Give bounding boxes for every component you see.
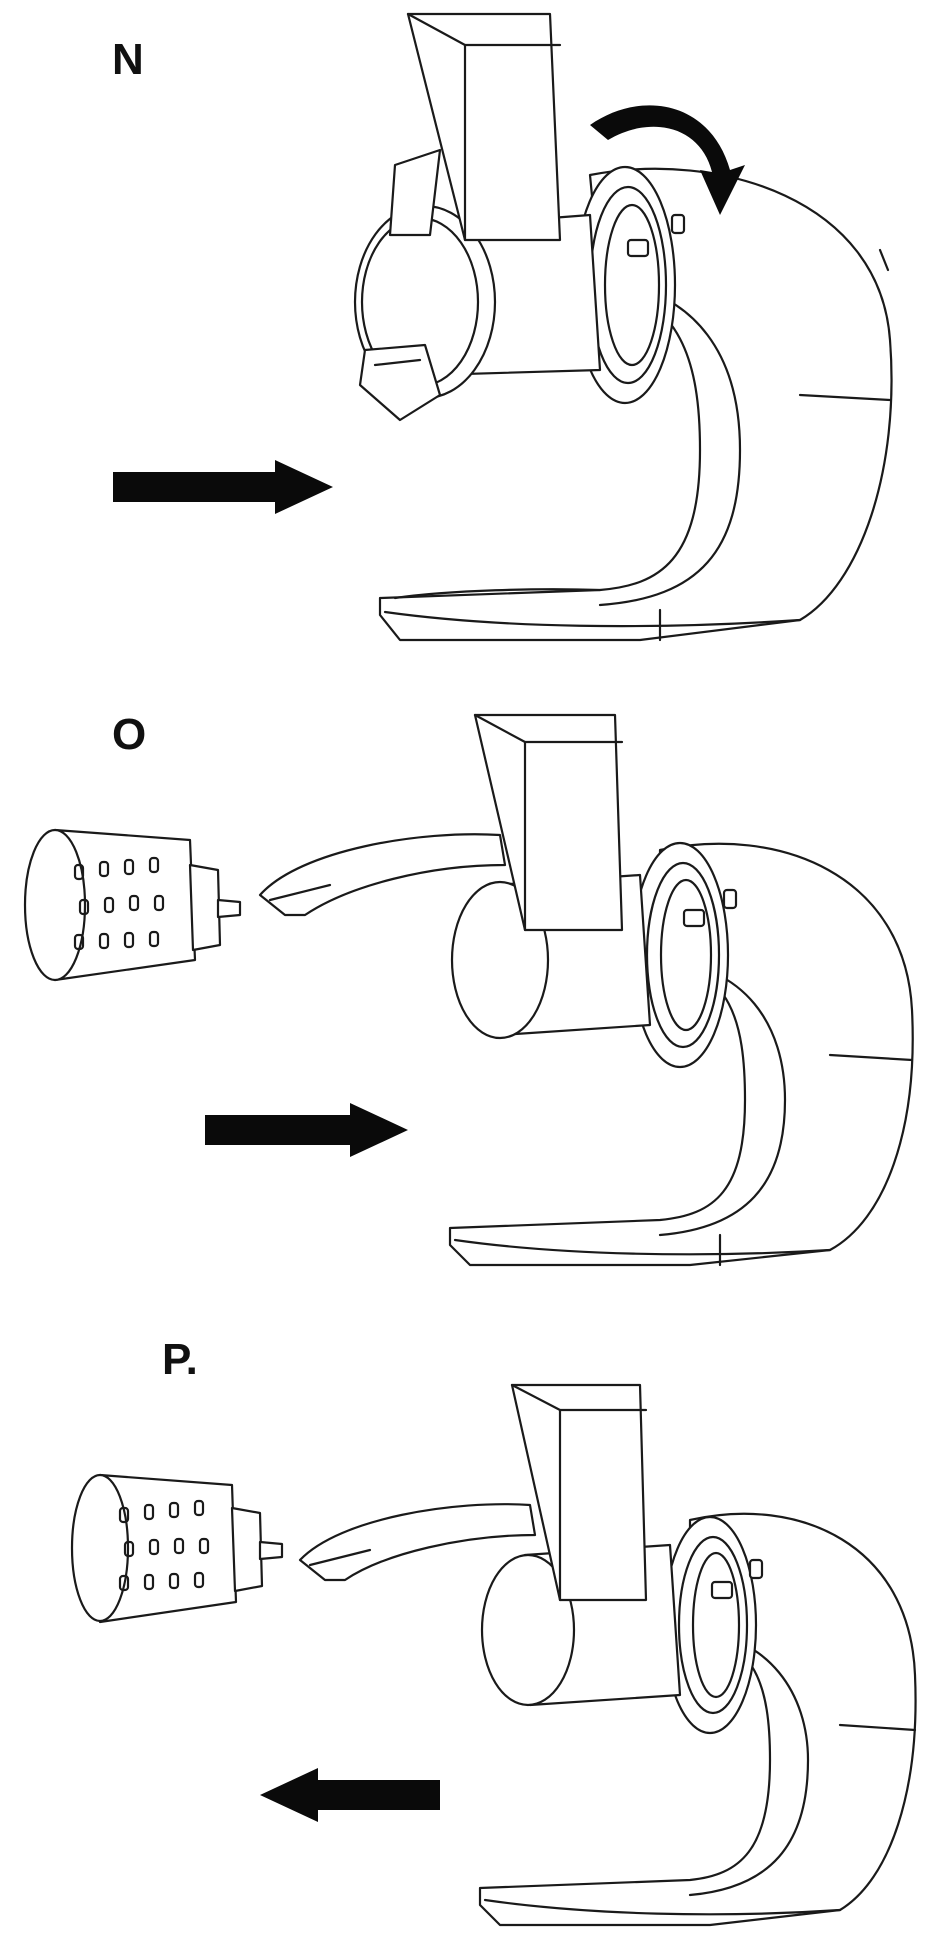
juicer-base bbox=[378, 167, 893, 642]
outlet-spout bbox=[358, 343, 442, 422]
step-label-p: P. bbox=[162, 1335, 198, 1384]
grater-drum bbox=[70, 1473, 284, 1624]
motor-ring bbox=[630, 841, 738, 1069]
arrow-left-icon bbox=[260, 1768, 440, 1822]
food-chute bbox=[473, 713, 624, 932]
rotate-arrow-icon bbox=[590, 105, 745, 215]
arrow-right-icon bbox=[113, 460, 333, 514]
step-o-illustration bbox=[23, 713, 914, 1267]
motor-ring bbox=[573, 165, 686, 405]
step-p-illustration bbox=[70, 1383, 917, 1927]
step-label-n: N bbox=[112, 35, 144, 84]
step-label-o: O bbox=[112, 710, 147, 759]
outlet-spout bbox=[298, 1503, 537, 1582]
food-chute bbox=[510, 1383, 648, 1602]
arrow-right-icon bbox=[205, 1103, 408, 1157]
grater-drum bbox=[23, 828, 242, 982]
step-n-illustration bbox=[113, 12, 893, 642]
food-chute bbox=[406, 12, 562, 242]
outlet-spout bbox=[258, 833, 507, 917]
